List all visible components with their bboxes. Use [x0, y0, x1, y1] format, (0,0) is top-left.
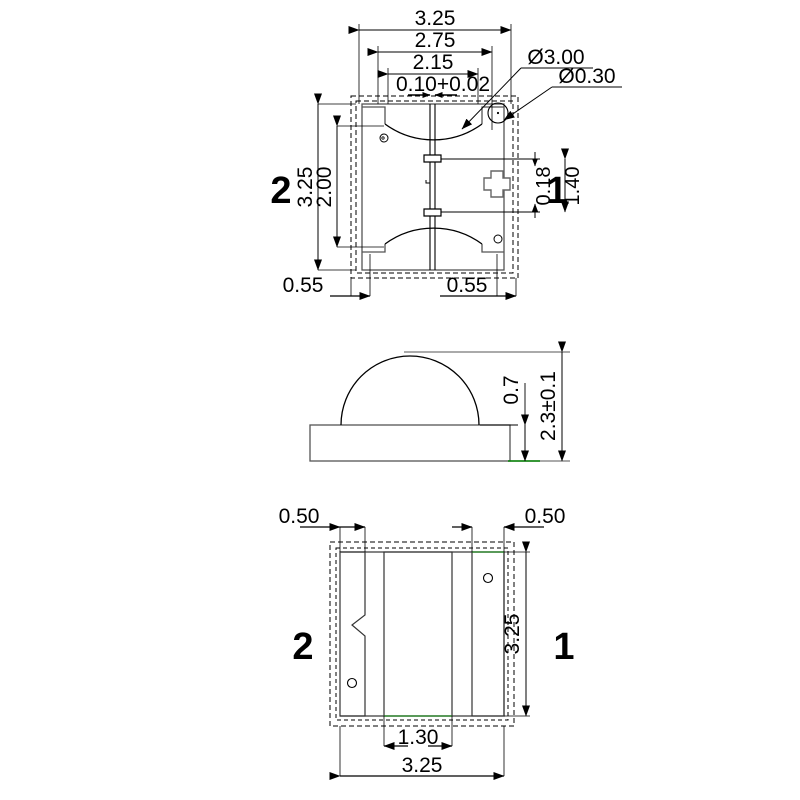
dimtext-top-2-15: 2.15: [413, 51, 454, 74]
top-view-inner-dashed-outline: [355, 100, 514, 274]
dimtext-top-gap: 0.10+0.02: [396, 73, 490, 96]
callout-dia-3-00: Ø3.00: [527, 46, 584, 69]
bottom-view-center-pad: [383, 551, 453, 717]
top-view-cavity-arc-bottom: [384, 227, 483, 245]
bottom-view-left-pad-hole: [346, 677, 358, 689]
top-view-cavity-arc-top: [384, 123, 483, 141]
callout-dia-0-30: Ø0.30: [558, 65, 615, 88]
leader-dia-3-00: [461, 67, 522, 130]
top-view-hole-right-lower: [493, 234, 503, 244]
side-view-base-rect: [309, 424, 511, 462]
dimtext-left-2-00: 2.00: [313, 167, 336, 208]
top-view-left-pad-top: [362, 106, 386, 124]
bottom-view-left-pad: [340, 551, 366, 717]
dimtext-bv-1-30: 1.30: [398, 726, 439, 749]
dimtext-right-1-40: 1.40: [562, 167, 584, 206]
bottom-view-pin-label-1: 1: [553, 626, 574, 668]
dimtext-bv-3-25-right: 3.25: [501, 614, 524, 655]
bottom-view: 2 1 0.50 0.50 3.25 1.30 3.25: [279, 505, 575, 780]
top-view-cross-alignment-mark: [483, 170, 511, 198]
bottom-view-inner-dashed-outline: [335, 547, 509, 721]
top-view-hole-dia-0-30-center: [496, 111, 500, 115]
bottom-view-pin-label-2: 2: [292, 626, 313, 668]
side-view-dome-arc: [340, 355, 480, 426]
dimtext-side-0-7: 0.7: [500, 375, 523, 404]
leader-dia-0-30: [503, 86, 553, 121]
bottom-view-outer-dashed-outline: [329, 541, 515, 727]
dimtext-right-0-18: 0.18: [533, 167, 555, 206]
side-view: 0.7 2.3±0.1: [309, 341, 570, 462]
dimtext-top-2-75: 2.75: [415, 29, 456, 52]
bottom-view-right-pad-hole: [482, 572, 494, 584]
top-view-slot-notch-lower: [423, 208, 442, 217]
top-view-body-rect: [361, 103, 505, 271]
dimtext-top-3-25: 3.25: [415, 7, 456, 30]
top-view-right-pad-top: [481, 106, 504, 124]
top-view: 3.25 2.75 2.15 0.10+0.02 3.25 2.00 2 0.5…: [270, 7, 622, 300]
top-view-left-pad-bottom: [362, 244, 386, 253]
top-view-right-pad-bottom: [481, 244, 504, 253]
top-view-pin-label-1: 1: [546, 170, 567, 212]
dimtext-bv-3-25-bot: 3.25: [402, 754, 443, 777]
top-view-hole-left-center: [381, 136, 385, 140]
dimtext-bot-0-55-right: 0.55: [447, 274, 488, 297]
top-view-slot-center-tick: [425, 180, 430, 184]
dimtext-bv-0-50-right: 0.50: [525, 505, 566, 528]
dimtext-bv-0-50-left: 0.50: [279, 505, 320, 528]
dimtext-bot-0-55-left: 0.55: [283, 274, 324, 297]
dimtext-left-3-25: 3.25: [294, 167, 317, 208]
top-view-slot-notch-upper: [423, 154, 442, 163]
dimtext-side-2-3: 2.3±0.1: [537, 371, 560, 441]
top-view-pin-label-2: 2: [270, 170, 291, 212]
